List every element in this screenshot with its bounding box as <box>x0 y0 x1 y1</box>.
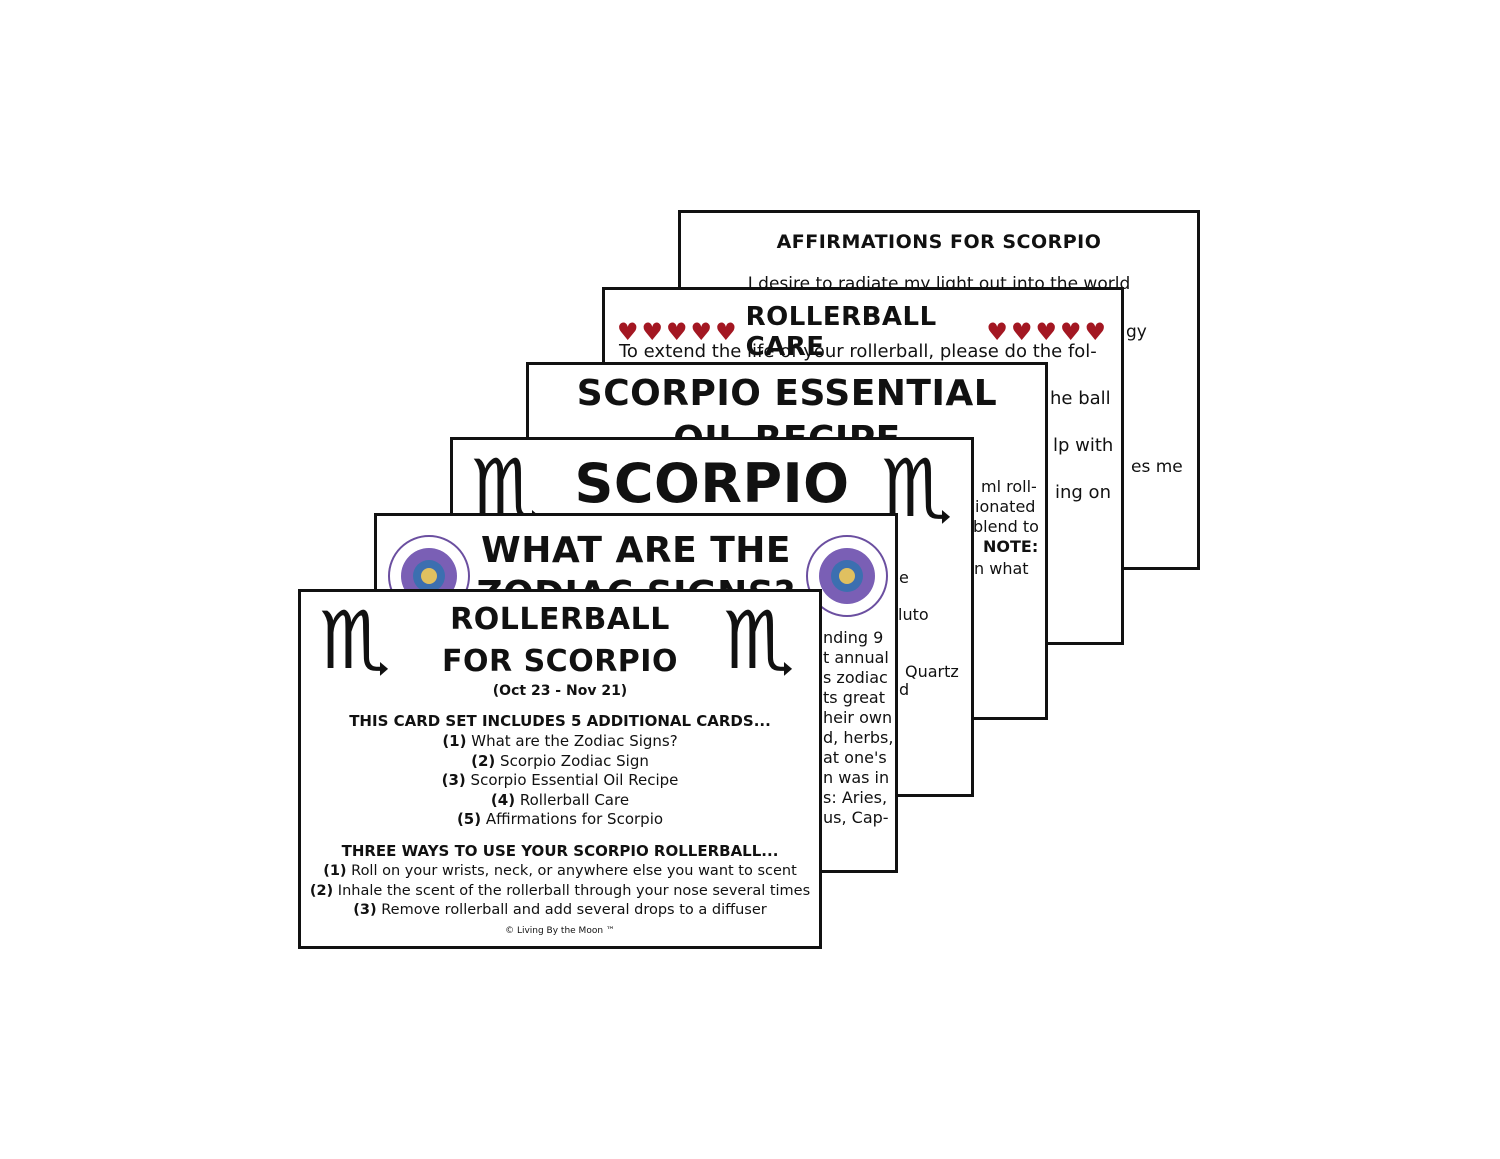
copyright: © Living By the Moon ™ <box>505 926 615 936</box>
what-fragment: d, herbs, <box>823 728 894 747</box>
what-fragment: at one's <box>823 748 887 767</box>
recipe-fragment: blend to <box>973 517 1039 536</box>
what-fragment: heir own <box>823 708 893 727</box>
what-fragment: us, Cap- <box>823 808 889 827</box>
scorpio-icon: ♏ <box>319 594 391 687</box>
list-item: (1) Roll on your wrists, neck, or anywhe… <box>323 863 797 879</box>
list-item: (4) Rollerball Care <box>490 790 630 809</box>
care-header: ♥♥♥♥♥ ROLLERBALL CARE ♥♥♥♥♥ <box>617 302 1109 362</box>
recipe-fragment: ionated <box>975 497 1036 516</box>
care-title: ROLLERBALL CARE <box>745 302 937 362</box>
heart-icon: ♥♥♥♥♥ <box>617 318 740 346</box>
includes-heading: THIS CARD SET INCLUDES 5 ADDITIONAL CARD… <box>349 712 771 730</box>
what-fragment: n was in <box>823 768 890 787</box>
care-intro: To extend the life of your rollerball, p… <box>619 341 1097 362</box>
list-item: (5) Affirmations for Scorpio <box>456 810 664 828</box>
ways-heading: THREE WAYS TO USE YOUR SCORPIO ROLLERBAL… <box>341 842 779 860</box>
front-dates: (Oct 23 - Nov 21) <box>492 683 628 699</box>
what-fragment: ts great <box>823 688 885 707</box>
list-item: (2) Scorpio Zodiac Sign <box>471 751 649 770</box>
what-fragment: t annual <box>823 648 889 667</box>
front-title-line1: ROLLERBALL <box>450 602 670 637</box>
affirmations-title: AFFIRMATIONS FOR SCORPIO <box>776 231 1102 253</box>
list-item: (3) Scorpio Essential Oil Recipe <box>441 771 679 789</box>
affirmations-fragment: gy <box>1126 322 1147 342</box>
list-item: (2) Inhale the scent of the rollerball t… <box>309 882 811 899</box>
list-item: (1) What are the Zodiac Signs? <box>442 732 678 750</box>
care-fragment: ing on <box>1055 482 1111 503</box>
recipe-fragment: NOTE: <box>983 537 1039 556</box>
recipe-fragment: ml roll- <box>981 477 1037 496</box>
zodiac-fragment: Quartz <box>905 662 959 681</box>
what-fragment: nding 9 <box>823 628 884 647</box>
care-fragment: lp with <box>1053 435 1114 456</box>
list-item: (3) Remove rollerball and add several dr… <box>353 902 767 918</box>
includes-list: (1) What are the Zodiac Signs? (2) Scorp… <box>301 732 819 830</box>
recipe-title-line1: SCORPIO ESSENTIAL <box>576 373 998 414</box>
ways-list: (1) Roll on your wrists, neck, or anywhe… <box>301 862 819 921</box>
front-title-line2: FOR SCORPIO <box>442 644 678 679</box>
care-fragment: he ball <box>1050 388 1111 409</box>
zodiac-wheel-icon <box>806 535 888 617</box>
recipe-fragment: n what <box>974 559 1029 578</box>
zodiac-fragment: e <box>899 568 909 587</box>
rollerball-front-card: ♏ ♏ ROLLERBALL FOR SCORPIO (Oct 23 - Nov… <box>298 589 822 949</box>
what-fragment: s: Aries, <box>823 788 888 807</box>
scorpio-icon: ♏ <box>723 594 795 687</box>
zodiac-sign-title: SCORPIO <box>574 452 850 515</box>
heart-icon: ♥♥♥♥♥ <box>986 318 1109 346</box>
zodiac-fragment: luto <box>898 605 929 624</box>
zodiac-fragment: d <box>899 680 910 699</box>
what-fragment: s zodiac <box>823 668 888 687</box>
what-title-line1: WHAT ARE THE <box>481 530 791 571</box>
affirmations-fragment: es me <box>1131 457 1183 477</box>
